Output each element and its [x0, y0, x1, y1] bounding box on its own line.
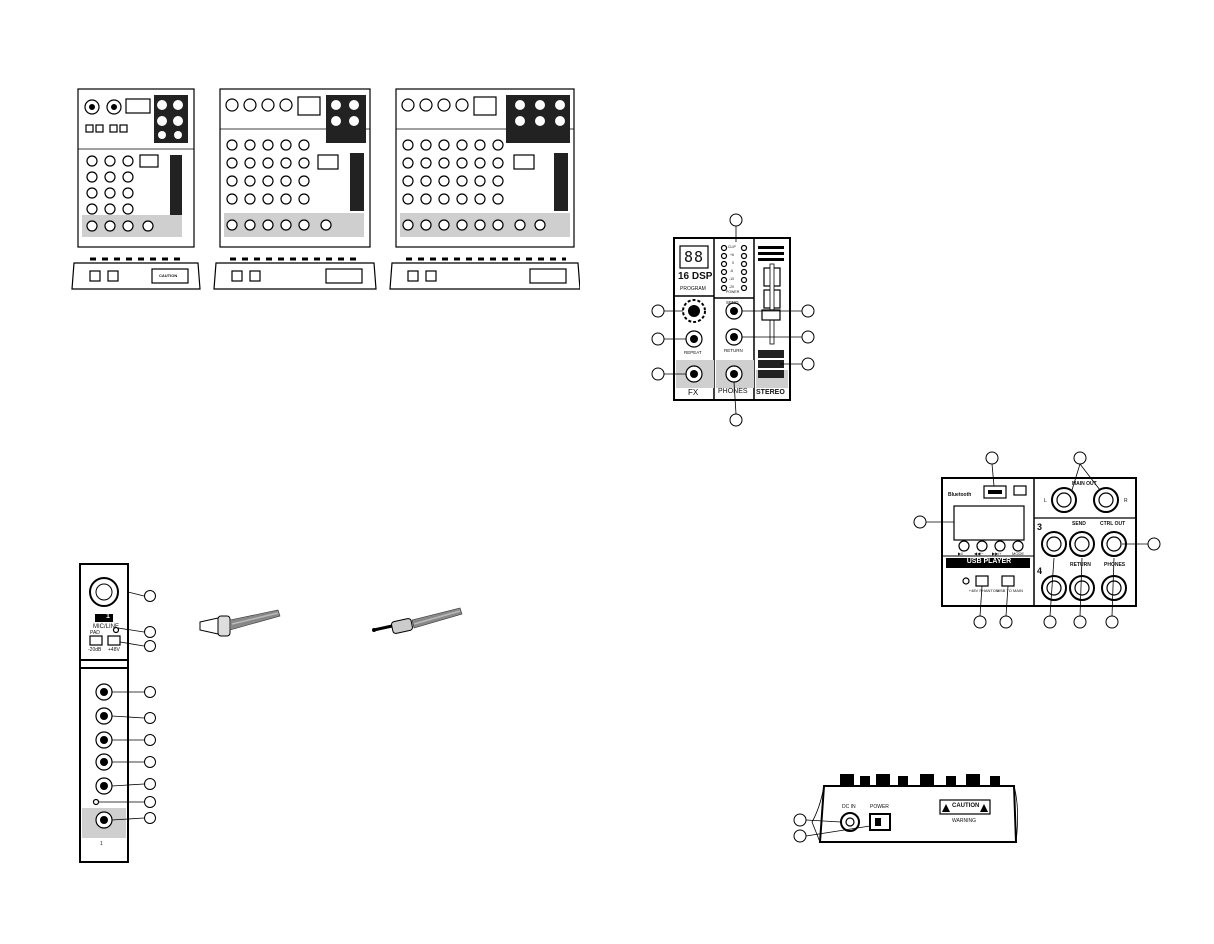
- return-jack-label: RETURN: [1070, 562, 1091, 568]
- channel-4-label: 4: [1037, 566, 1043, 576]
- phantom-switch-icon: [107, 635, 121, 646]
- dsp-display-digits: 88: [683, 248, 705, 266]
- dsp-display: [679, 245, 709, 269]
- mixer-models-illustration: [70, 85, 581, 300]
- channel-3-label: 3: [1037, 522, 1043, 532]
- usb-to-main-button: [1001, 575, 1015, 587]
- channel-footer: 1: [100, 841, 103, 847]
- led-label-minus20: -20: [729, 285, 735, 289]
- channel-strip-svg: [79, 563, 156, 863]
- send-label: SEND: [726, 300, 739, 305]
- channel-strip-diagram: 1 MIC/LINE PAD -20dB +48V 1: [78, 562, 160, 864]
- eq-knobs: [95, 683, 113, 795]
- phones-label: PHONES: [718, 388, 748, 395]
- xlr-connector-icon: [199, 609, 281, 637]
- main-out-label: MAIN OUT: [1072, 481, 1097, 487]
- mixer-6ch: [213, 88, 377, 290]
- media-btn-next: ▶▶/+: [992, 551, 1002, 556]
- repeat-label: REPEAT: [684, 350, 702, 355]
- led-label-clip: CLIP: [728, 245, 736, 249]
- program-label: PROGRAM: [680, 286, 706, 292]
- led-label-0: 0: [732, 261, 734, 265]
- led-label-plus6: +6: [730, 253, 734, 257]
- jack-connector-icon: [372, 607, 463, 634]
- mixer-models-svg: [71, 88, 581, 290]
- led-meter: [720, 244, 748, 292]
- send-jack-label: SEND: [1072, 521, 1086, 527]
- main-out-right: R: [1124, 498, 1128, 504]
- usb-to-main-label: USB TO MAIN: [997, 588, 1023, 593]
- mixer-8ch: [389, 88, 581, 290]
- fader-scale: [758, 246, 784, 378]
- dsp-title: 16 DSP: [678, 271, 713, 282]
- dsp-panel-svg: [651, 213, 815, 427]
- channel-number: 1: [106, 613, 110, 620]
- rear-panel-svg: [793, 774, 1018, 843]
- warning-label: WARNING: [952, 818, 976, 824]
- fx-label: FX: [688, 388, 699, 397]
- pad-label: PAD: [90, 630, 100, 636]
- xlr-cable-illustration: [196, 600, 286, 640]
- led-label-power: POWER: [726, 290, 740, 294]
- stereo-label: STEREO: [756, 389, 785, 396]
- rear-panel-diagram: DC IN POWER CAUTION WARNING: [790, 768, 1020, 848]
- phantom-button: [975, 575, 989, 587]
- pad-switch-icon: [89, 635, 103, 646]
- ctrl-out-label: CTRL OUT: [1100, 521, 1126, 527]
- caution-label: CAUTION: [952, 803, 980, 809]
- top-knob-silhouettes: [840, 774, 1000, 786]
- usb-player-panel-diagram: Bluetooth MAIN OUT L R SEND CTRL OUT RET…: [904, 448, 1166, 632]
- media-btn-mode: MODE: [1012, 551, 1024, 556]
- usb-panel-svg: [913, 451, 1161, 629]
- usb-display: [953, 505, 1025, 541]
- return-label: RETURN: [724, 348, 743, 353]
- mixer-4ch: [71, 88, 201, 290]
- main-out-left: L: [1044, 498, 1047, 504]
- jack-cable-illustration: [370, 600, 465, 640]
- phones-jack-label: PHONES: [1104, 562, 1126, 568]
- bluetooth-label: Bluetooth: [948, 492, 972, 498]
- input-label: MIC/LINE: [92, 624, 119, 630]
- media-btn-play: ▶‖: [958, 551, 963, 556]
- led-label-minus6: -6: [730, 269, 734, 273]
- dsp-master-panel-diagram: 88 16 DSP PROGRAM REPEAT SEND RETURN FX …: [640, 210, 820, 435]
- caution-box: [939, 799, 991, 815]
- front-caution-label: CAUTION: [159, 273, 178, 278]
- jack-sockets: [1041, 487, 1127, 601]
- computer-icon: [1013, 485, 1027, 496]
- pad-value: -20dB: [88, 647, 102, 653]
- dc-in-label: DC IN: [842, 804, 856, 810]
- phantom-button-label: +48V PHANTOM: [968, 588, 1000, 593]
- led-label-minus10: -10: [729, 277, 735, 281]
- power-label: POWER: [870, 804, 889, 810]
- media-btn-prev: ◀◀/−: [974, 551, 984, 556]
- phantom-label: +48V: [108, 647, 120, 653]
- usb-player-label: USB PLAYER: [966, 558, 1012, 565]
